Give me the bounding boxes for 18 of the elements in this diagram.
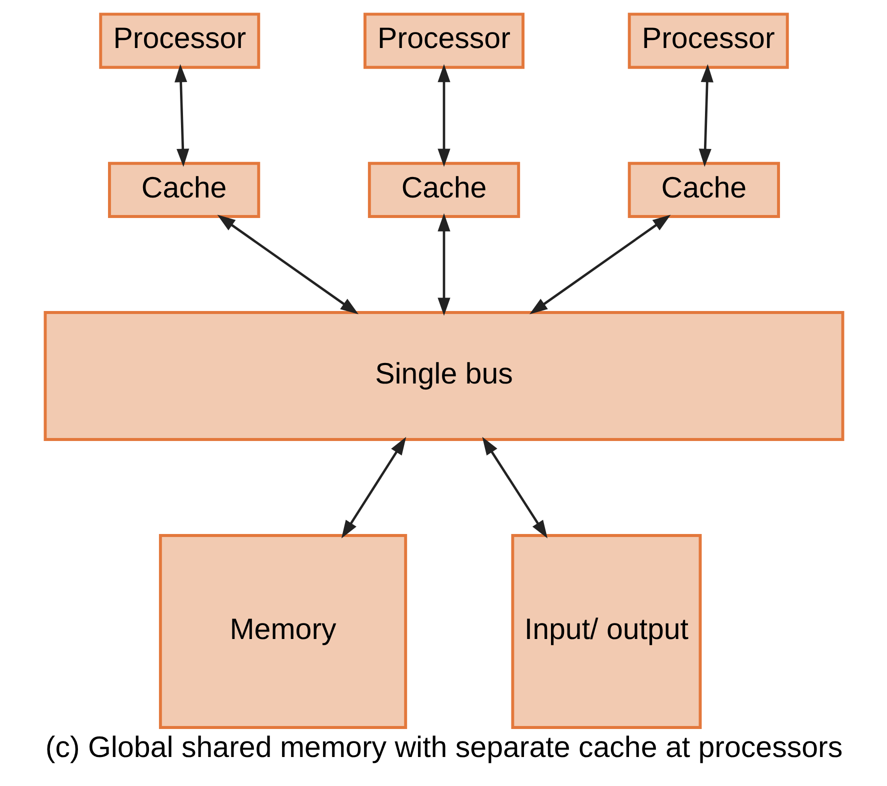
node-box: Memory bbox=[158, 534, 407, 729]
arrow bbox=[437, 213, 450, 316]
node-box: Processor bbox=[363, 12, 524, 69]
arrow bbox=[174, 64, 189, 167]
arrow bbox=[698, 64, 713, 167]
node-box: Input/ output bbox=[510, 534, 702, 729]
arrow bbox=[437, 64, 450, 167]
node-box: Cache bbox=[367, 162, 520, 218]
arrow bbox=[216, 214, 358, 314]
arrow bbox=[340, 436, 406, 538]
node-box: Single bus bbox=[43, 311, 844, 441]
node-box: Cache bbox=[627, 162, 780, 218]
node-box: Cache bbox=[108, 162, 260, 218]
node-box: Processor bbox=[627, 12, 788, 69]
caption: (c) Global shared memory with separate cache at processors bbox=[44, 731, 842, 764]
arrow bbox=[529, 214, 670, 314]
arrow bbox=[482, 436, 547, 538]
node-box: Processor bbox=[98, 12, 260, 69]
